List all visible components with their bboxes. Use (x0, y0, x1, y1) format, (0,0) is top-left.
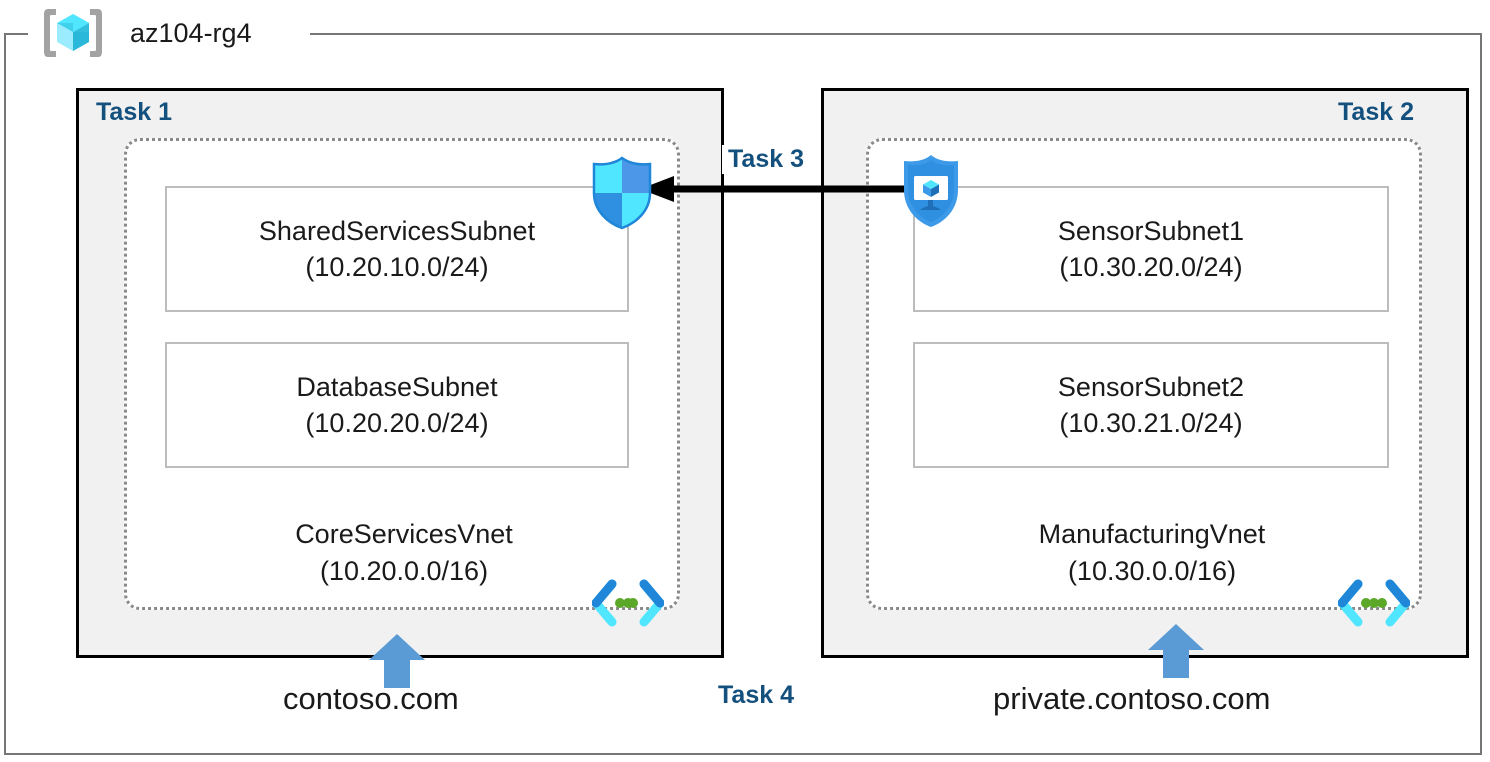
subnet-cidr: (10.20.20.0/24) (305, 408, 489, 438)
azure-resource-group-cube-icon (42, 6, 104, 60)
dns-code-brackets-icon (590, 578, 666, 628)
nsg-shield-icon (584, 155, 660, 231)
subnet-name: SensorSubnet2 (1057, 372, 1245, 402)
subnet-name: SensorSubnet1 (1057, 216, 1245, 246)
subnet-database: DatabaseSubnet (10.20.20.0/24) (165, 342, 629, 468)
task-2-label: Task 2 (1338, 98, 1414, 126)
vnet-name: ManufacturingVnet (1038, 519, 1266, 549)
vnet-caption-manufacturing: ManufacturingVnet (10.30.0.0/16) (952, 516, 1352, 590)
subnet-cidr: (10.30.21.0/24) (1059, 408, 1243, 438)
subnet-cidr: (10.20.10.0/24) (305, 252, 489, 282)
resource-group-frame (4, 33, 1482, 755)
vnet-name: CoreServicesVnet (295, 519, 513, 549)
vnet-caption-coreservices: CoreServicesVnet (10.20.0.0/16) (204, 516, 604, 590)
subnet-cidr: (10.30.20.0/24) (1059, 252, 1243, 282)
dns-zone-name-private-contoso: private.contoso.com (993, 681, 1271, 716)
dns-zone-name-contoso: contoso.com (283, 681, 459, 716)
blue-up-arrow-icon (1148, 624, 1204, 678)
subnet-sharedservices: SharedServicesSubnet (10.20.10.0/24) (165, 186, 629, 312)
task-3-label: Task 3 (722, 145, 810, 174)
resource-group-name: az104-rg4 (130, 18, 252, 48)
blue-up-arrow-icon (369, 634, 425, 688)
vm-shield-icon (896, 152, 966, 230)
vnet-cidr: (10.20.0.0/16) (319, 556, 489, 586)
task-1-label: Task 1 (96, 98, 172, 126)
subnet-name: SharedServicesSubnet (258, 216, 536, 246)
subnet-sensor1: SensorSubnet1 (10.30.20.0/24) (913, 186, 1389, 312)
vnet-cidr: (10.30.0.0/16) (1067, 556, 1237, 586)
task-4-label: Task 4 (718, 681, 794, 709)
subnet-sensor2: SensorSubnet2 (10.30.21.0/24) (913, 342, 1389, 468)
subnet-name: DatabaseSubnet (296, 372, 498, 402)
left-arrow-icon (640, 176, 930, 202)
dns-code-brackets-icon (1336, 578, 1412, 628)
